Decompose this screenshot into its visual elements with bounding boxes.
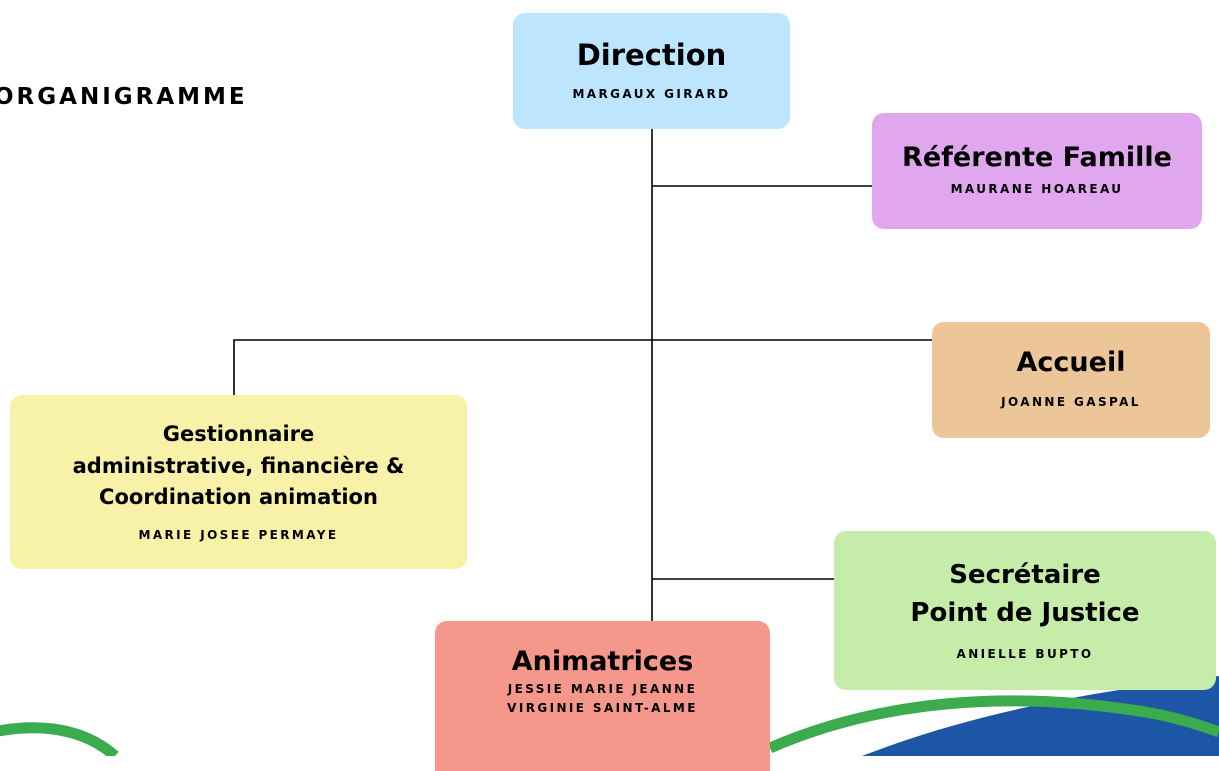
node-role: Secrétaire Point de Justice bbox=[910, 560, 1140, 628]
page-title: ORGANIGRAMME bbox=[0, 84, 248, 110]
node-role: Référente Famille bbox=[902, 142, 1172, 174]
blue-corner-shape bbox=[862, 676, 1219, 756]
node-secretaire: Secrétaire Point de Justice ANIELLE BUPT… bbox=[834, 531, 1216, 690]
connector-gestionnaire bbox=[233, 339, 652, 396]
node-person: MARGAUX GIRARD bbox=[572, 86, 731, 101]
node-role: Accueil bbox=[1016, 347, 1126, 379]
node-person: MAURANE HOAREAU bbox=[950, 182, 1124, 197]
node-accueil: Accueil JOANNE GASPAL bbox=[932, 322, 1210, 438]
node-direction: Direction MARGAUX GIRARD bbox=[513, 13, 790, 129]
node-person: JESSIE MARIE JEANNE VIRGINIE SAINT-ALME bbox=[507, 681, 698, 716]
node-gestionnaire: Gestionnaire administrative, financière … bbox=[10, 395, 467, 569]
node-person: ANIELLE BUPTO bbox=[956, 646, 1094, 661]
node-referente-famille: Référente Famille MAURANE HOAREAU bbox=[872, 113, 1202, 229]
node-animatrices: Animatrices JESSIE MARIE JEANNE VIRGINIE… bbox=[435, 621, 770, 771]
green-wave-right bbox=[767, 695, 1219, 754]
green-wave-left bbox=[0, 722, 119, 756]
node-person: JOANNE GASPAL bbox=[1001, 395, 1141, 410]
node-role: Animatrices bbox=[511, 646, 694, 677]
node-role: Direction bbox=[576, 38, 727, 73]
node-person: MARIE JOSEE PERMAYE bbox=[138, 527, 339, 542]
node-role: Gestionnaire administrative, financière … bbox=[72, 422, 405, 510]
